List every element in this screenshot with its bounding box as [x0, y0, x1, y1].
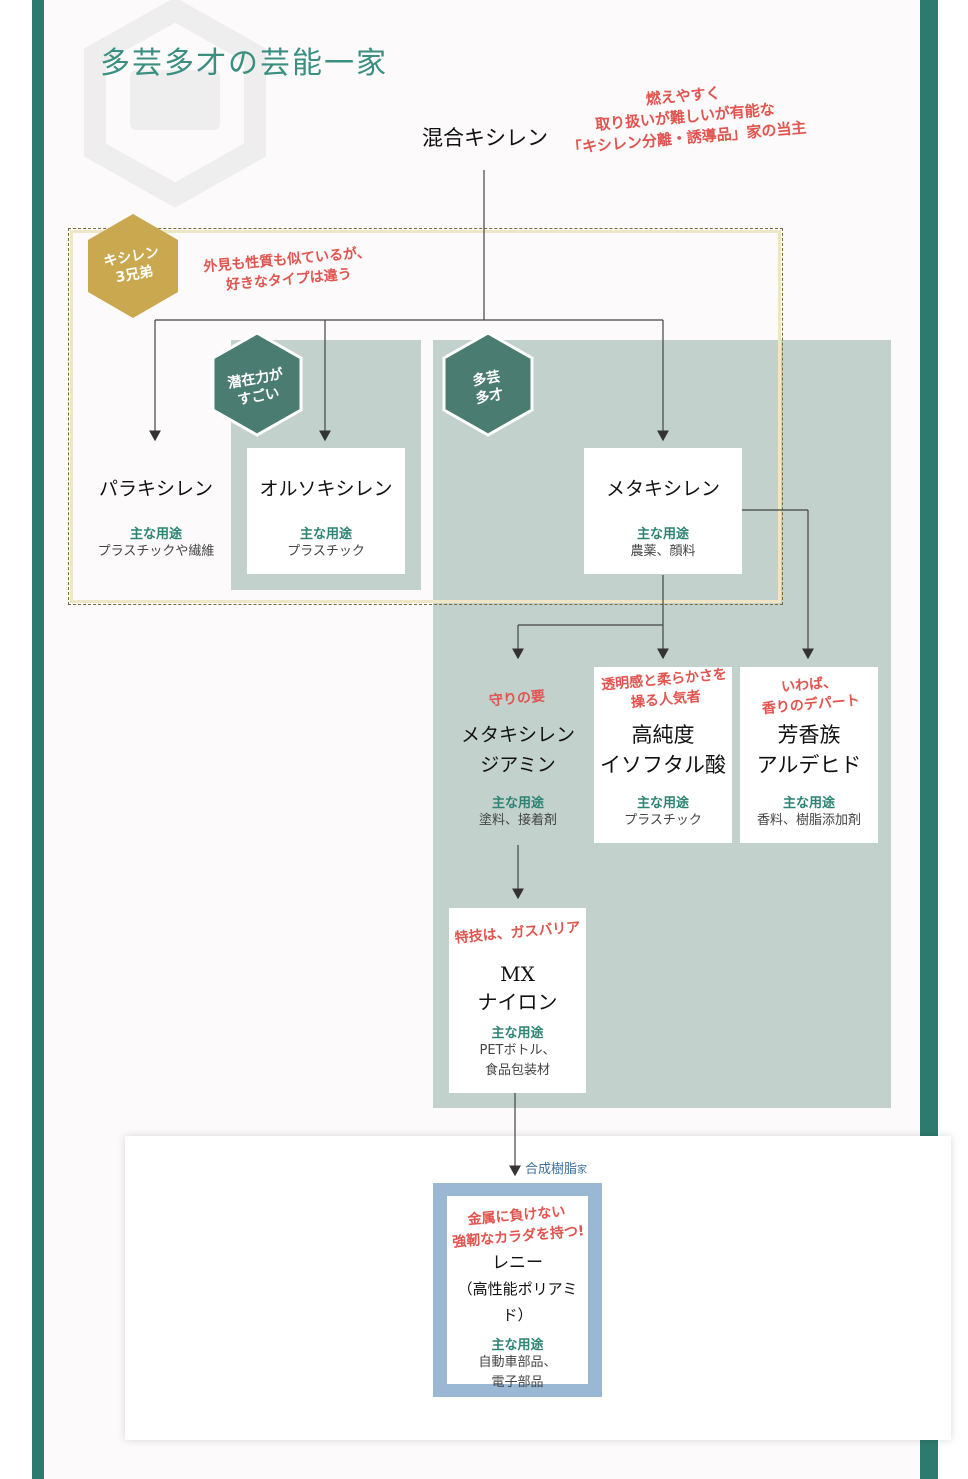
family-label: 合成樹脂家 — [525, 1162, 588, 1177]
node-reny: レニー（高性能ポリアミド） 主な用途 自動車部品、電子部品 — [447, 1196, 588, 1390]
usage-label: 主な用途 — [491, 1026, 544, 1041]
node-title: 高純度イソフタル酸 — [600, 723, 726, 777]
usage-label: 主な用途 — [491, 796, 544, 811]
usage-value: 自動車部品、電子部品 — [478, 1355, 557, 1390]
page-title: 多芸多才の芸能一家 — [100, 46, 388, 81]
node-meta-xylene: メタキシレン 主な用途 農薬、顔料 — [584, 448, 742, 574]
node-title: 芳香族アルデヒド — [756, 723, 862, 777]
brothers-group-frame — [68, 228, 783, 605]
usage-label: 主な用途 — [299, 527, 352, 542]
node-title: メタキシレン — [605, 478, 720, 500]
node-pia: 高純度イソフタル酸 主な用途 プラスチック — [594, 667, 732, 843]
usage-value: 農薬、顔料 — [630, 544, 696, 559]
node-title: オルソキシレン — [259, 478, 393, 500]
usage-label: 主な用途 — [636, 796, 689, 811]
usage-value: 塗料、接着剤 — [478, 813, 557, 828]
node-title: レニー（高性能ポリアミド） — [457, 1253, 578, 1324]
usage-label: 主な用途 — [129, 527, 182, 542]
node-mxda: メタキシレンジアミン 主な用途 塗料、接着剤 — [448, 700, 588, 845]
node-title: メタキシレンジアミン — [460, 724, 575, 776]
node-aromatic-aldehyde: 芳香族アルデヒド 主な用途 香料、樹脂添加剤 — [740, 667, 878, 843]
versatile-badge-hex — [442, 331, 534, 437]
potential-badge-hex — [211, 331, 303, 437]
usage-label: 主な用途 — [782, 796, 835, 811]
brothers-badge-hex — [88, 214, 178, 318]
usage-value: プラスチックや繊維 — [97, 544, 215, 559]
usage-value: プラスチック — [624, 813, 702, 828]
node-para-xylene: パラキシレン 主な用途 プラスチックや繊維 — [86, 448, 226, 574]
node-title: パラキシレン — [98, 478, 213, 500]
node-ortho-xylene: オルソキシレン 主な用途 プラスチック — [247, 448, 405, 574]
usage-value: 香料、樹脂添加剤 — [756, 813, 861, 828]
usage-label: 主な用途 — [491, 1338, 544, 1353]
brothers-group-band — [70, 230, 781, 603]
usage-label: 主な用途 — [636, 527, 689, 542]
usage-value: プラスチック — [287, 544, 365, 559]
usage-value: PETボトル、食品包装材 — [479, 1043, 556, 1078]
root-node-mixed-xylene: 混合キシレン — [422, 126, 548, 150]
